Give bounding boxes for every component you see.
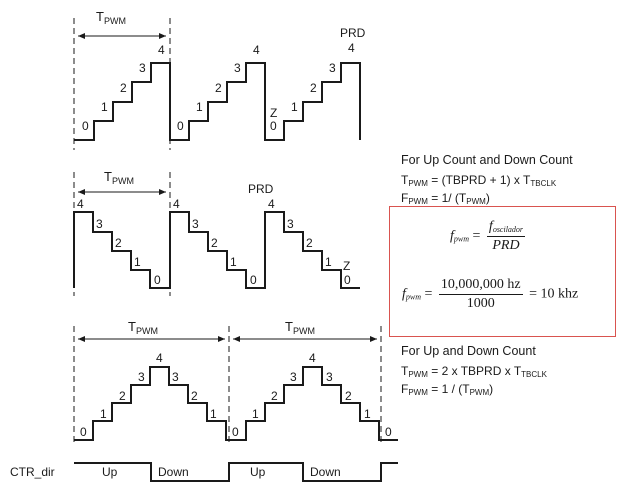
updown-step-1-down: 1 (210, 407, 217, 421)
up-count-staircase (74, 62, 361, 141)
down-step-4: 4 (77, 197, 84, 211)
down-step-0-c: 0 (344, 273, 351, 287)
up-and-down-count-period-formula: TPWM = 2 x TBPRD x TTBCLK (401, 364, 547, 379)
up-down-count-frequency-formula: FPWM = 1/ (TPWM) (401, 191, 490, 206)
updown-step-3-b: 3 (290, 370, 297, 384)
down-step-3-b: 3 (192, 217, 199, 231)
updown-period-label-2: TPWM (285, 319, 315, 336)
up-step-1-c: 1 (291, 100, 298, 114)
up-step-3-c: 3 (329, 61, 336, 75)
ctr-dir-trace (74, 462, 398, 482)
up-down-count-waveform: TPWM TPWM 0 1 2 3 4 3 2 1 0 1 2 3 4 3 2 … (73, 319, 398, 446)
ctr-dir-up-2: Up (250, 465, 266, 479)
up-step-3-b: 3 (234, 61, 241, 75)
fpwm-general-formula: fpwm = foscilador PRD (450, 219, 526, 253)
updown-step-4-b: 4 (309, 351, 316, 365)
up-step-4-b: 4 (253, 43, 260, 57)
updown-count-staircase (74, 366, 398, 441)
up-step-0-b: 0 (177, 119, 184, 133)
down-step-2-b: 2 (211, 236, 218, 250)
down-step-3: 3 (96, 217, 103, 231)
up-step-2-b: 2 (215, 81, 222, 95)
down-step-1-b: 1 (230, 255, 237, 269)
up-z-label: Z (270, 106, 277, 120)
down-step-4-c: 4 (268, 197, 275, 211)
updown-step-0-end: 0 (385, 425, 392, 439)
up-count-waveform: TPWM PRD 0 1 2 3 4 0 1 2 3 4 Z 0 1 2 3 4 (73, 9, 366, 150)
down-step-2-c: 2 (306, 236, 313, 250)
down-step-1: 1 (134, 255, 141, 269)
up-step-4: 4 (158, 43, 165, 57)
up-step-2: 2 (120, 81, 127, 95)
down-z-label: Z (343, 259, 350, 273)
updown-step-3-down: 3 (172, 370, 179, 384)
updown-step-2-down-b: 2 (345, 389, 352, 403)
updown-step-2-b: 2 (271, 389, 278, 403)
up-and-down-count-frequency-formula: FPWM = 1 / (TPWM) (401, 382, 494, 397)
updown-step-1: 1 (100, 407, 107, 421)
updown-step-0: 0 (80, 425, 87, 439)
up-step-0: 0 (82, 119, 89, 133)
updown-step-0-b: 0 (232, 425, 239, 439)
pwm-frequency-formula-box: fpwm = foscilador PRD fpwm = 10,000,000 … (389, 206, 616, 337)
up-step-1: 1 (101, 100, 108, 114)
down-prd-label: PRD (248, 182, 274, 196)
up-period-label: TPWM (96, 9, 126, 26)
up-step-3: 3 (139, 61, 146, 75)
up-prd-label: PRD (340, 26, 366, 40)
up-step-2-c: 2 (310, 81, 317, 95)
updown-step-3-down-b: 3 (326, 370, 333, 384)
up-z-value: 0 (270, 119, 277, 133)
fpwm-numeric-formula: fpwm = 10,000,000 hz 1000 = 10 khz (402, 277, 579, 311)
ctr-dir-down-1: Down (158, 465, 189, 479)
ctr-dir-label: CTR_dir (10, 465, 55, 479)
up-and-down-count-notes: For Up and Down Count TPWM = 2 x TBPRD x… (401, 344, 547, 400)
up-step-1-b: 1 (196, 100, 203, 114)
down-period-label: TPWM (104, 169, 134, 186)
updown-step-4: 4 (156, 351, 163, 365)
updown-period-label-1: TPWM (128, 319, 158, 336)
updown-step-3: 3 (138, 370, 145, 384)
up-down-count-heading: For Up Count and Down Count (401, 153, 573, 167)
up-down-count-notes: For Up Count and Down Count TPWM = (TBPR… (401, 153, 573, 209)
down-step-4-b: 4 (173, 197, 180, 211)
down-step-0-b: 0 (250, 273, 257, 287)
down-step-0: 0 (154, 273, 161, 287)
down-step-2: 2 (115, 236, 122, 250)
updown-step-1-down-b: 1 (364, 407, 371, 421)
up-down-count-period-formula: TPWM = (TBPRD + 1) x TTBCLK (401, 173, 557, 188)
updown-step-1-b: 1 (252, 407, 259, 421)
up-step-4-c: 4 (348, 41, 355, 55)
down-count-staircase (73, 211, 360, 289)
down-count-waveform: TPWM PRD 4 3 2 1 0 4 3 2 1 0 4 3 2 1 Z 0 (73, 169, 360, 296)
down-step-1-c: 1 (325, 255, 332, 269)
ctr-dir-down-2: Down (310, 465, 341, 479)
ctr-dir-up-1: Up (102, 465, 118, 479)
ctr-dir-signal: CTR_dir Up Down Up Down (10, 462, 398, 482)
updown-step-2-down: 2 (191, 389, 198, 403)
updown-step-2: 2 (119, 389, 126, 403)
up-and-down-count-heading: For Up and Down Count (401, 344, 536, 358)
down-step-3-c: 3 (287, 217, 294, 231)
